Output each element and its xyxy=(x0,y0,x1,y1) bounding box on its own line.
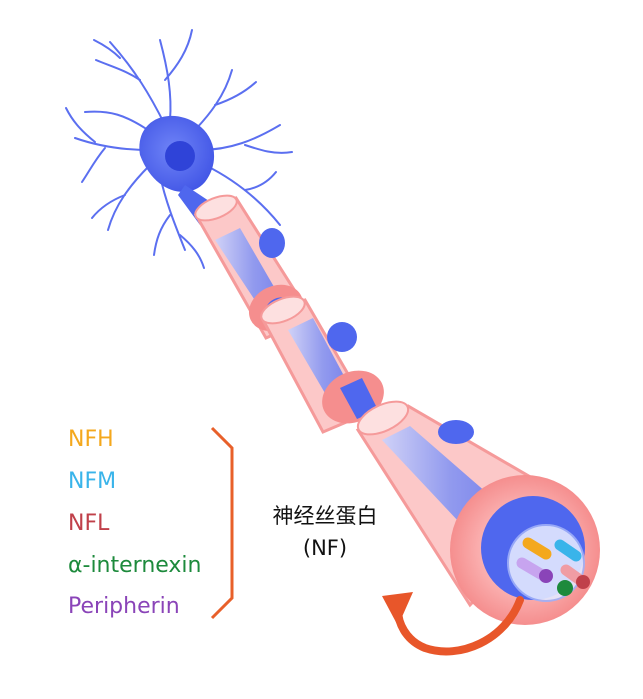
nucleus xyxy=(165,141,195,171)
schwann-nucleus xyxy=(438,420,474,444)
filament-nfm xyxy=(554,539,582,562)
filament-nfh xyxy=(522,537,552,560)
cell-body xyxy=(139,115,215,225)
schwann-nucleus xyxy=(327,322,357,352)
neurofilament-label: 神经丝蛋白 xyxy=(272,504,378,528)
filament-alpha-internexin xyxy=(557,580,573,596)
legend-bracket xyxy=(210,426,234,620)
legend-item-alpha-internexin: α-internexin xyxy=(68,553,202,578)
legend-item-nfh: NFH xyxy=(68,427,114,452)
axon-cross-section xyxy=(450,475,600,625)
neurofilament-abbr: (NF) xyxy=(302,536,348,560)
legend-item-nfm: NFM xyxy=(68,469,117,494)
legend-item-nfl: NFL xyxy=(68,511,110,536)
neurofilament-bundle xyxy=(516,537,590,596)
node-of-ranvier-2 xyxy=(322,370,384,424)
legend-item-peripherin: Peripherin xyxy=(68,594,180,619)
schwann-nucleus xyxy=(259,228,285,258)
rotation-arrow xyxy=(382,592,524,656)
